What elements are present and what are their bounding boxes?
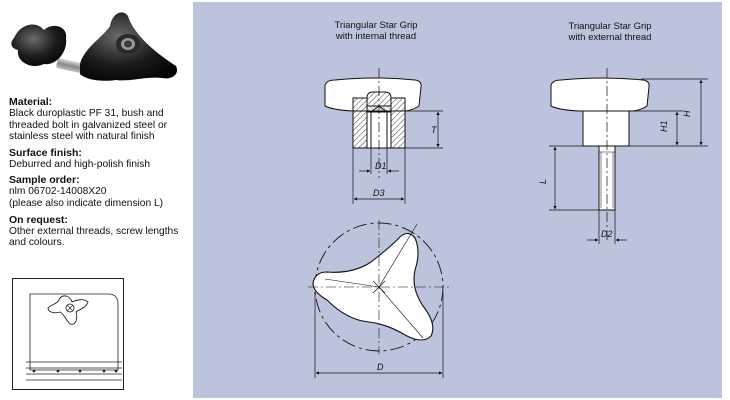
- dimension-d3: [352, 148, 406, 204]
- technical-drawing-panel: Triangular Star Grip with internal threa…: [193, 2, 722, 398]
- dimension-d1: [359, 148, 399, 174]
- top-view-star: [308, 220, 451, 354]
- material-text: Black duroplastic PF 31, bush and thread…: [9, 108, 168, 143]
- sample-order-note: (please also indicate dimension L): [9, 197, 164, 209]
- dimension-label-d1: D1: [375, 161, 387, 171]
- product-photo: [11, 12, 178, 81]
- dimension-h: [629, 78, 708, 147]
- caption-internal-line2: with internal thread: [335, 30, 417, 42]
- dimension-l: [549, 145, 599, 211]
- dimension-label-h: H: [682, 110, 692, 117]
- sample-order-number: nlm 06702-14008X20: [9, 186, 107, 198]
- dimension-d: [314, 292, 444, 378]
- dimension-label-t: T: [431, 125, 438, 135]
- caption-external-line1: Triangular Star Grip: [568, 21, 652, 32]
- dimension-label-d2: D2: [601, 229, 613, 239]
- material-heading: Material:: [9, 96, 53, 108]
- internal-thread-knob: [324, 68, 422, 178]
- application-illustration: [12, 278, 124, 390]
- caption-external-line2: with external thread: [568, 31, 652, 43]
- info-column: Material: Black duroplastic PF 31, bush …: [0, 0, 190, 400]
- surface-text: Deburred and high-polish finish: [9, 158, 151, 170]
- dimension-label-d3: D3: [373, 188, 385, 198]
- external-thread-knob: [550, 77, 650, 211]
- surface-heading: Surface finish:: [9, 146, 82, 159]
- dimension-label-d: D: [377, 362, 384, 372]
- request-text: Other external threads, screw lengths an…: [9, 225, 179, 249]
- drawing-canvas: T D1 D3: [308, 68, 708, 378]
- dimension-label-h1: H1: [659, 120, 669, 132]
- dimension-t: [405, 110, 443, 149]
- spec-text: Material: Black duroplastic PF 31, bush …: [9, 96, 187, 253]
- sample-heading: Sample order:: [9, 174, 80, 187]
- caption-internal-thread: Triangular Star Grip with internal threa…: [301, 20, 451, 42]
- dimension-d2: [587, 210, 627, 244]
- request-heading: On request:: [9, 213, 68, 226]
- dimension-label-l: L: [538, 179, 548, 184]
- caption-internal-line1: Triangular Star Grip: [334, 20, 418, 31]
- caption-external-thread: Triangular Star Grip with external threa…: [535, 21, 685, 43]
